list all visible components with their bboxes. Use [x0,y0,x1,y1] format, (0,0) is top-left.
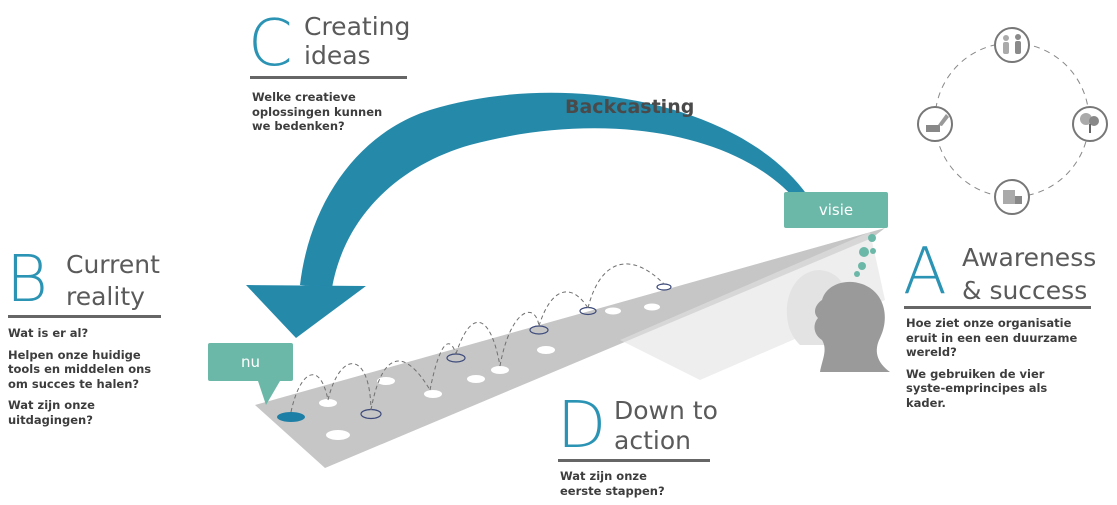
step-c-title-2: ideas [304,41,371,70]
system-principles-circle [934,42,1090,198]
jump-arcs [290,263,665,413]
step-d-title-2: action [614,426,691,455]
now-bubble: nu [208,343,293,381]
step-a-title-1: Awareness [962,243,1097,272]
step-a-question-1: Hoe ziet onze organisatie eruit in een e… [906,316,1078,359]
thought-bubbles [854,234,876,277]
vision-label: visie [818,201,854,219]
step-c-letter: C [248,7,293,81]
step-d-letter: D [557,389,607,463]
step-d-title-1: Down to [614,396,718,425]
step-b-letter: B [6,243,48,317]
step-b-question-3: Wat zijn onze uitdagingen? [8,398,95,427]
step-a-title-2: & success [962,276,1088,305]
vision-bubble: visie [784,192,888,228]
person-silhouette [786,270,890,372]
step-c-questions: Welke creatieve oplossingen kunnen we be… [252,90,402,141]
excavator-icon [917,106,953,142]
step-d-question-1: Wat zijn onze eerste stappen? [560,469,665,498]
step-b-questions: Wat is er al? Helpen onze huidige tools … [8,326,158,434]
now-bubble-tail [258,381,280,405]
step-a-question-2: We gebruiken de vier syste-emprincipes a… [906,366,1048,410]
road [255,228,885,468]
step-c-rule [250,76,407,79]
step-d-rule [558,459,710,462]
step-b-title-1: Current [66,250,160,279]
road-shadow [620,232,885,380]
now-label: nu [240,353,260,371]
stepping-stones [319,303,660,440]
step-a-letter: A [903,235,947,309]
step-a-questions: Hoe ziet onze organisatie eruit in een e… [906,316,1081,417]
step-a-rule [904,306,1091,309]
people-icon [994,27,1030,63]
backcasting-arrow [300,92,808,288]
start-point [277,412,305,422]
backcasting-arrow-head [246,285,366,338]
step-b-question-1: Wat is er al? [8,326,89,340]
step-b-rule [8,315,161,318]
step-c-question-1: Welke creatieve oplossingen kunnen we be… [252,90,383,133]
step-c-title-1: Creating [304,12,411,41]
factory-icon [994,179,1030,215]
backcasting-label: Backcasting [565,96,695,118]
tree-icon [1072,106,1108,142]
step-d-questions: Wat zijn onze eerste stappen? [560,469,680,505]
step-b-question-2: Helpen onze huidige tools en middelen on… [8,347,152,391]
step-b-title-2: reality [66,282,145,311]
